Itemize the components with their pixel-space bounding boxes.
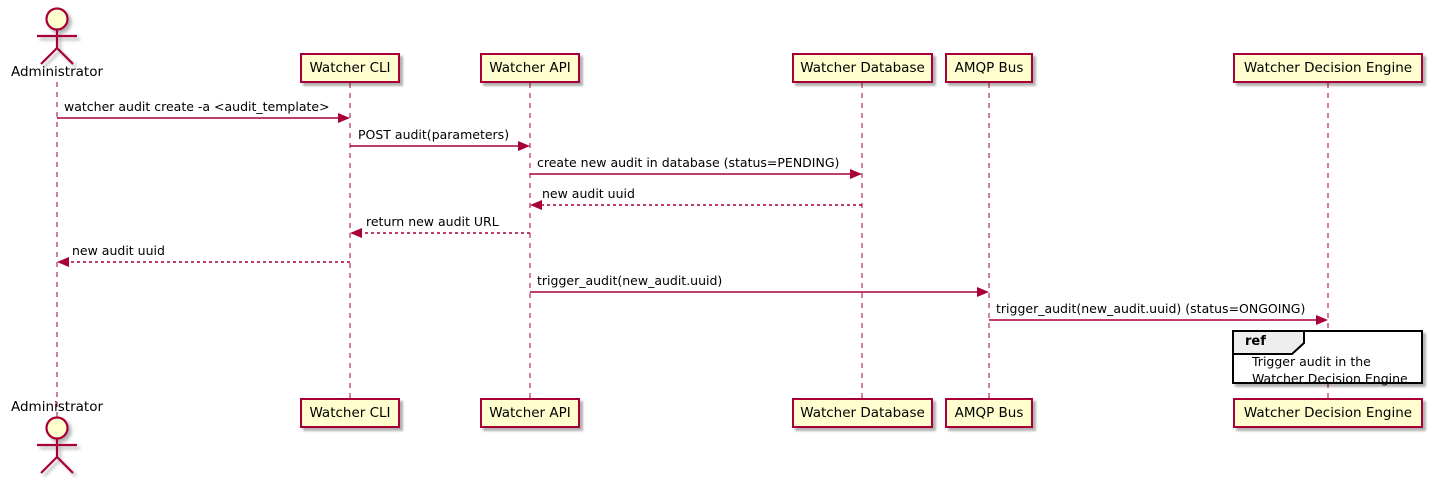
message-arrow-8: [989, 315, 1328, 325]
participant-watcher-cli-top: Watcher CLI: [300, 53, 400, 83]
participant-watcher-api-bottom: Watcher API: [480, 398, 580, 428]
message-label-6: new audit uuid: [72, 243, 165, 258]
ref-fragment: ref Trigger audit in the Watcher Decisio…: [1232, 330, 1423, 386]
actor-label-administrator-bottom: Administrator: [10, 399, 104, 415]
actor-icon: [37, 416, 77, 474]
message-arrows: [57, 113, 1328, 325]
participant-amqp-bus-top: AMQP Bus: [945, 53, 1033, 83]
ref-header-shape: [1232, 330, 1305, 355]
message-arrow-4: [530, 200, 862, 210]
message-arrow-6: [57, 257, 350, 267]
message-arrow-7: [530, 287, 989, 297]
participant-watcher-database-bottom: Watcher Database: [792, 398, 933, 428]
actor-label-administrator-top: Administrator: [10, 64, 104, 80]
participant-watcher-decision-engine-bottom: Watcher Decision Engine: [1233, 398, 1423, 428]
message-label-5: return new audit URL: [366, 214, 499, 229]
message-label-3: create new audit in database (status=PEN…: [537, 155, 840, 170]
message-arrow-2: [350, 141, 530, 151]
message-label-2: POST audit(parameters): [358, 127, 510, 142]
ref-text-line2: Watcher Decision Engine: [1252, 371, 1408, 386]
message-label-1: watcher audit create -a <audit_template>: [64, 99, 330, 114]
participant-watcher-api-top: Watcher API: [480, 53, 580, 83]
participant-watcher-decision-engine-top: Watcher Decision Engine: [1233, 53, 1423, 83]
participant-watcher-database-top: Watcher Database: [792, 53, 933, 83]
message-label-4: new audit uuid: [542, 186, 635, 201]
message-arrow-1: [57, 113, 350, 123]
message-arrow-5: [350, 228, 530, 238]
participant-watcher-cli-bottom: Watcher CLI: [300, 398, 400, 428]
message-label-7: trigger_audit(new_audit.uuid): [537, 273, 723, 288]
lifelines: [56, 82, 1329, 417]
ref-text-line1: Trigger audit in the: [1252, 354, 1371, 369]
participant-amqp-bus-bottom: AMQP Bus: [945, 398, 1033, 428]
ref-keyword: ref: [1245, 334, 1266, 349]
actor-icon: [37, 7, 77, 65]
message-arrow-3: [530, 169, 862, 179]
message-label-8: trigger_audit(new_audit.uuid) (status=ON…: [996, 301, 1306, 316]
